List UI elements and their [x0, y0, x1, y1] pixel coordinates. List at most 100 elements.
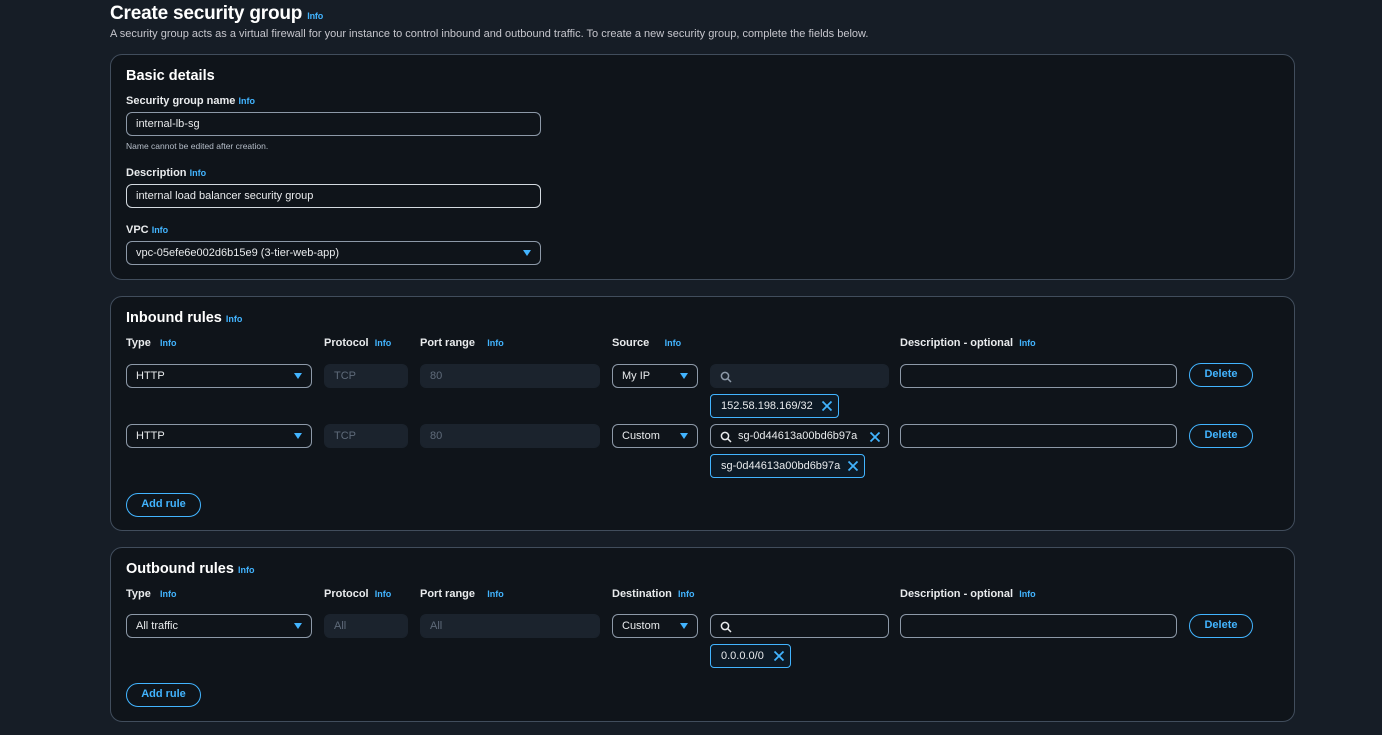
destination-search-input[interactable]	[710, 614, 889, 638]
info-link[interactable]: Info	[160, 589, 177, 599]
source-search-input[interactable]	[710, 364, 889, 388]
caret-down-icon	[294, 433, 302, 439]
vpc-select-value: vpc-05efe6e002d6b15e9 (3-tier-web-app)	[136, 247, 340, 259]
search-icon	[720, 431, 732, 443]
rule-description-input[interactable]	[900, 364, 1177, 388]
destination-select-value: Custom	[622, 620, 660, 632]
close-icon[interactable]	[821, 400, 833, 412]
source-search-input[interactable]: sg-0d44613a00bd6b97a	[710, 424, 889, 448]
col-protocol: Protocol Info	[324, 588, 391, 600]
inbound-rules-title-text: Inbound rules	[126, 310, 222, 326]
description-input[interactable]: internal load balancer security group	[126, 184, 541, 208]
name-hint: Name cannot be edited after creation.	[126, 141, 269, 151]
description-label: Description Info	[126, 167, 206, 179]
info-link[interactable]: Info	[1019, 338, 1036, 348]
col-type: Type Info	[126, 588, 177, 600]
info-link[interactable]: Info	[487, 338, 504, 348]
caret-down-icon	[294, 373, 302, 379]
col-protocol: Protocol Info	[324, 337, 391, 349]
col-description-text: Description - optional	[900, 588, 1014, 600]
close-icon[interactable]	[773, 650, 785, 662]
caret-down-icon	[680, 623, 688, 629]
clear-icon[interactable]	[869, 431, 881, 443]
add-rule-button[interactable]: Add rule	[126, 493, 201, 517]
delete-rule-button[interactable]: Delete	[1189, 614, 1253, 638]
outbound-rules-title-text: Outbound rules	[126, 561, 234, 577]
col-port-range: Port range Info	[420, 588, 504, 600]
info-link[interactable]: Info	[189, 168, 207, 178]
col-port-range: Port range Info	[420, 337, 504, 349]
col-source-text: Source	[612, 337, 650, 349]
inbound-rules-title: Inbound rules Info	[126, 310, 242, 326]
info-link[interactable]: Info	[238, 96, 255, 106]
col-description: Description - optional Info	[900, 588, 1036, 600]
source-token-text: 152.58.198.169/32	[721, 400, 813, 412]
source-token-text: sg-0d44613a00bd6b97a	[721, 460, 841, 472]
outbound-rules-title: Outbound rules Info	[126, 561, 254, 577]
delete-rule-button[interactable]: Delete	[1189, 424, 1253, 448]
security-group-name-input[interactable]: internal-lb-sg	[126, 112, 541, 136]
destination-token-text: 0.0.0.0/0	[721, 650, 764, 662]
port-range-input: 80	[420, 364, 600, 388]
rule-type-value: All traffic	[136, 620, 178, 632]
col-type-text: Type	[126, 588, 151, 600]
col-description-text: Description - optional	[900, 337, 1014, 349]
vpc-select[interactable]: vpc-05efe6e002d6b15e9 (3-tier-web-app)	[126, 241, 541, 265]
vpc-label: VPC Info	[126, 224, 168, 236]
source-select[interactable]: My IP	[612, 364, 698, 388]
caret-down-icon	[523, 250, 531, 256]
rule-type-select[interactable]: HTTP	[126, 424, 312, 448]
col-destination: Destination Info	[612, 588, 695, 600]
col-protocol-text: Protocol	[324, 588, 369, 600]
col-type-text: Type	[126, 337, 151, 349]
info-link[interactable]: Info	[307, 11, 323, 21]
info-link[interactable]: Info	[160, 338, 177, 348]
info-link[interactable]: Info	[374, 338, 392, 348]
source-select-value: Custom	[622, 430, 660, 442]
protocol-input: All	[324, 614, 408, 638]
search-icon	[720, 621, 732, 633]
source-token: sg-0d44613a00bd6b97a	[710, 454, 865, 478]
col-description: Description - optional Info	[900, 337, 1036, 349]
info-link[interactable]: Info	[678, 589, 695, 599]
rule-type-value: HTTP	[136, 430, 165, 442]
rule-type-select[interactable]: HTTP	[126, 364, 312, 388]
add-rule-button[interactable]: Add rule	[126, 683, 201, 707]
info-link[interactable]: Info	[237, 565, 255, 575]
source-search-value: sg-0d44613a00bd6b97a	[738, 430, 858, 442]
page-title-text: Create security group	[110, 3, 303, 24]
info-link[interactable]: Info	[1019, 589, 1036, 599]
rule-type-select[interactable]: All traffic	[126, 614, 312, 638]
info-link[interactable]: Info	[487, 589, 504, 599]
port-range-input: 80	[420, 424, 600, 448]
source-token: 152.58.198.169/32	[710, 394, 839, 418]
rule-description-input[interactable]	[900, 424, 1177, 448]
col-destination-text: Destination	[612, 588, 672, 600]
info-link[interactable]: Info	[374, 589, 392, 599]
destination-select[interactable]: Custom	[612, 614, 698, 638]
port-range-input: All	[420, 614, 600, 638]
caret-down-icon	[680, 433, 688, 439]
inbound-rules-panel: Inbound rules Info Type Info Protocol In…	[110, 296, 1295, 531]
info-link[interactable]: Info	[225, 314, 243, 324]
delete-rule-button[interactable]: Delete	[1189, 363, 1253, 387]
col-port-range-text: Port range	[420, 588, 476, 600]
basic-details-title: Basic details	[126, 68, 215, 84]
search-icon	[720, 371, 732, 383]
outbound-rules-panel: Outbound rules Info Type Info Protocol I…	[110, 547, 1295, 722]
info-link[interactable]: Info	[151, 225, 169, 235]
basic-details-panel: Basic details Security group name Info i…	[110, 54, 1295, 280]
close-icon[interactable]	[847, 460, 859, 472]
rule-type-value: HTTP	[136, 370, 165, 382]
security-group-name-label-text: Security group name	[126, 95, 236, 107]
security-group-name-label: Security group name Info	[126, 95, 255, 107]
rule-description-input[interactable]	[900, 614, 1177, 638]
info-link[interactable]: Info	[664, 338, 682, 348]
protocol-input: TCP	[324, 364, 408, 388]
source-select[interactable]: Custom	[612, 424, 698, 448]
page-title: Create security group Info	[110, 3, 323, 25]
protocol-input: TCP	[324, 424, 408, 448]
col-type: Type Info	[126, 337, 177, 349]
col-port-range-text: Port range	[420, 337, 476, 349]
col-protocol-text: Protocol	[324, 337, 369, 349]
